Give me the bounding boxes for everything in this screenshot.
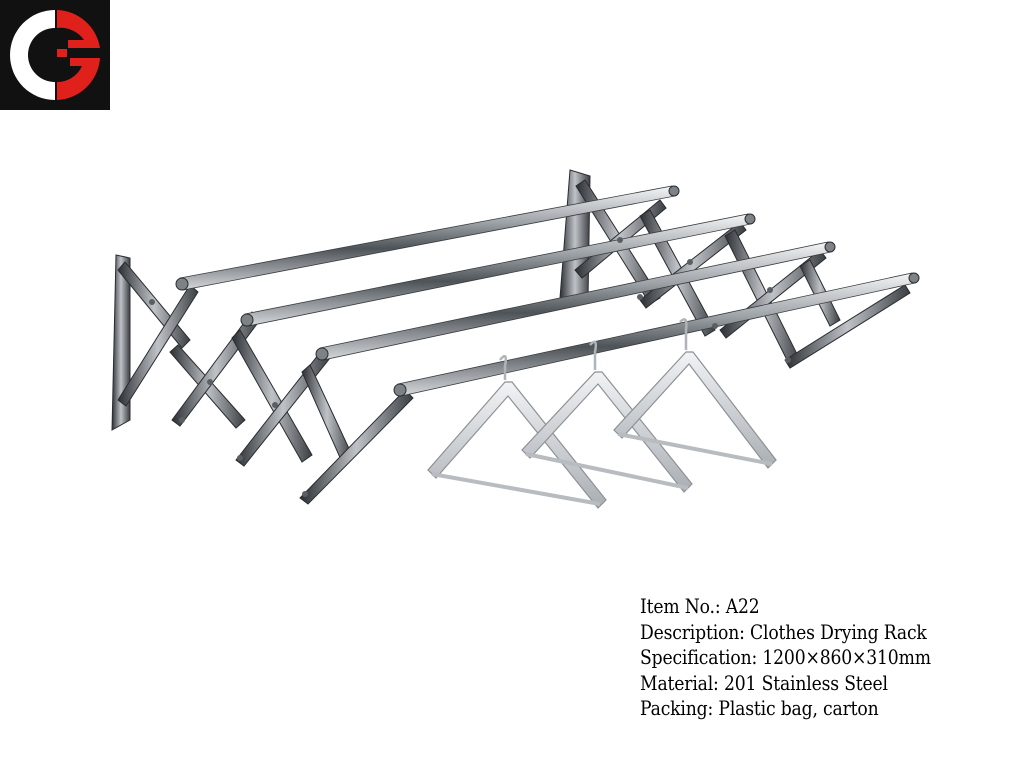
product-specs: Item No.: A22 Description: Clothes Dryin… <box>640 594 958 722</box>
specification: Specification: 1200×860×310mm <box>640 645 931 669</box>
packing: Packing: Plastic bag, carton <box>640 696 879 720</box>
item-number: Item No.: A22 <box>640 594 760 618</box>
material: Material: 201 Stainless Steel <box>640 670 888 695</box>
drying-rack-image <box>111 169 920 509</box>
description: Description: Clothes Drying Rack <box>640 619 927 644</box>
brand-logo-icon <box>0 0 110 110</box>
